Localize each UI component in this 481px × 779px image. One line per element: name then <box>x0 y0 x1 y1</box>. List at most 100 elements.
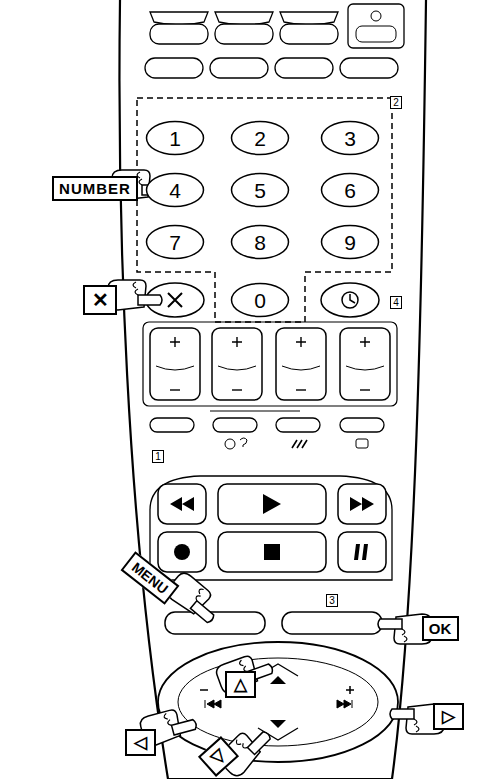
number-button: 2 <box>230 120 290 156</box>
rocker-line <box>346 366 384 370</box>
help-icon <box>240 438 247 447</box>
transport-button <box>158 484 206 524</box>
callout-number: 2 <box>390 96 402 109</box>
small-button <box>213 418 257 432</box>
number-button: 9 <box>320 224 380 260</box>
callout-box: NUMBER <box>52 176 138 201</box>
round-button <box>321 283 379 317</box>
button-number: 4 <box>169 180 181 201</box>
number-button: 4 <box>145 172 205 208</box>
plus-symbol <box>170 337 180 347</box>
rocker-line <box>218 366 256 370</box>
transport-button <box>338 532 386 572</box>
hand-knuckles <box>235 738 248 751</box>
function-button <box>340 58 398 78</box>
down-arrow <box>270 720 286 728</box>
transport-button <box>158 532 206 572</box>
number-region <box>137 98 392 322</box>
button-ellipse <box>147 122 204 155</box>
top-button <box>215 24 273 44</box>
button-number: 5 <box>254 180 266 201</box>
number-button: 7 <box>145 224 205 260</box>
button-number: 2 <box>254 128 266 149</box>
button-ellipse <box>232 226 289 259</box>
stop-symbol <box>264 544 280 560</box>
button-ellipse <box>232 122 289 155</box>
clock-hands <box>350 294 355 303</box>
menu-button <box>165 612 265 634</box>
timer-icon <box>225 439 235 449</box>
hand-finger <box>378 619 402 629</box>
callout-text: OK <box>429 621 452 636</box>
dial-inner <box>178 658 378 746</box>
button-number: 0 <box>254 290 266 311</box>
callout-text: ◁ <box>134 734 147 751</box>
rocker-button <box>340 328 390 400</box>
button-number: 9 <box>344 232 356 253</box>
hand-finger <box>172 719 198 735</box>
callout-text: ▽ <box>207 745 228 766</box>
minus-symbol <box>232 389 242 390</box>
hand-knuckles <box>414 719 419 732</box>
button-number: 8 <box>254 232 266 253</box>
top-button <box>280 24 338 44</box>
callout-box: MENU <box>121 551 180 604</box>
minus-mark <box>200 689 208 691</box>
callout-box: △ <box>225 671 256 698</box>
top-button <box>215 12 273 25</box>
plus-symbol <box>232 337 242 347</box>
callout-text: ▷ <box>442 708 455 725</box>
callout-text: MENU <box>129 560 170 596</box>
hand-finger <box>190 601 215 624</box>
top-button <box>280 12 338 25</box>
callout-box: ✕ <box>83 285 117 315</box>
rocker-line <box>282 366 320 370</box>
ff-symbol <box>350 497 374 511</box>
dial-outer <box>158 642 398 762</box>
number-button: 8 <box>230 224 290 260</box>
hand-finger <box>247 730 271 754</box>
callout-number: 4 <box>390 296 402 309</box>
top-button <box>150 24 208 44</box>
hand-knuckles <box>193 588 205 601</box>
callout-number: 1 <box>152 450 164 463</box>
button-ellipse <box>147 226 204 259</box>
top-button <box>150 12 208 25</box>
hand-knuckles <box>402 629 407 642</box>
stripes-icon <box>292 440 307 448</box>
callout-box: OK <box>422 616 459 641</box>
number-button: 0 <box>230 282 290 318</box>
callout-text: ✕ <box>92 290 109 310</box>
power-button <box>348 4 404 48</box>
plus-symbol <box>360 337 370 347</box>
pointing-hand <box>164 570 225 628</box>
transport-cluster <box>150 476 392 580</box>
hand-knuckles <box>133 282 138 295</box>
small-button <box>150 418 194 432</box>
button-ellipse <box>147 174 204 207</box>
rocker-frame <box>143 322 397 406</box>
ok-button <box>282 612 382 634</box>
button-ellipse <box>232 174 289 207</box>
input-icon <box>356 439 368 448</box>
rewind-symbol <box>170 497 194 511</box>
hand-finger <box>390 709 414 719</box>
rocker-button <box>276 328 326 400</box>
power-key <box>356 26 396 42</box>
function-button <box>145 58 203 78</box>
callout-number: 3 <box>326 594 338 607</box>
number-button: 3 <box>320 120 380 156</box>
callout-text: NUMBER <box>59 181 131 196</box>
button-number: 3 <box>344 128 356 149</box>
small-button <box>340 418 384 432</box>
rocker-line <box>156 366 194 370</box>
button-ellipse <box>322 122 379 155</box>
button-number: 7 <box>169 232 181 253</box>
callout-box: ◁ <box>125 729 156 756</box>
transport-button <box>218 532 326 572</box>
number-button: 6 <box>320 172 380 208</box>
rocker-button <box>212 328 262 400</box>
minus-symbol <box>360 389 370 390</box>
function-button <box>275 58 333 78</box>
